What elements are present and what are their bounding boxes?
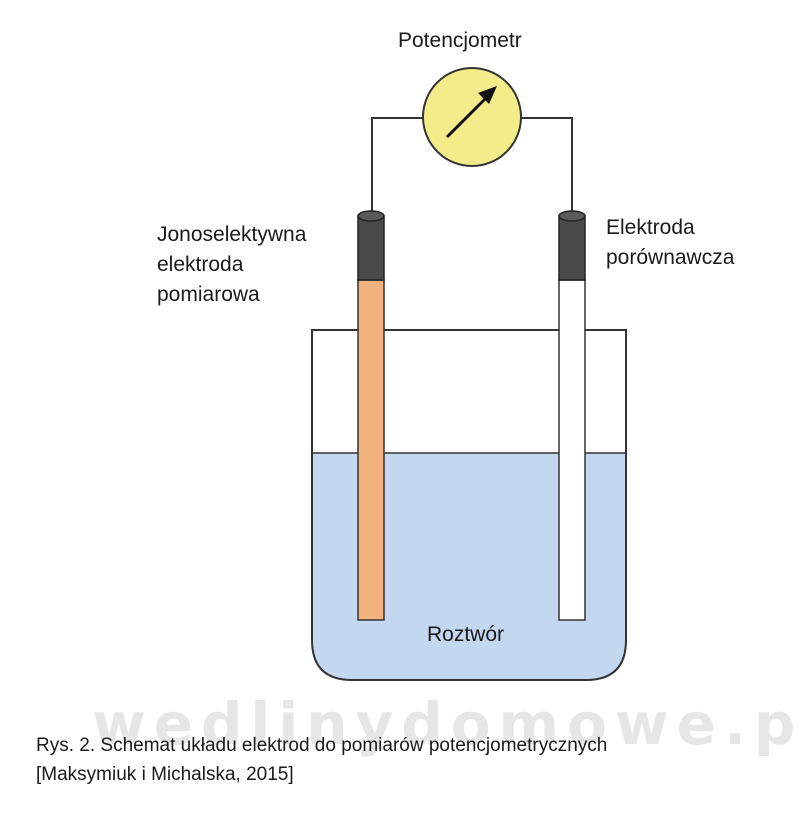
ion-selective-electrode-label-line: pomiarowa (157, 283, 260, 306)
potentiometer-needle (445, 95, 489, 139)
wire-right (520, 117, 573, 215)
wire-left (371, 117, 424, 215)
solution-label: Roztwór (427, 623, 505, 646)
solution (312, 453, 626, 680)
reference-electrode-cap-top (558, 210, 586, 222)
potentiometer-needle-arrowhead (478, 86, 497, 104)
ion-selective-electrode-cap-top (357, 210, 385, 222)
ion-selective-electrode-label-line: Jonoselektywna (157, 223, 307, 246)
ion-selective-electrode-body (357, 279, 385, 621)
ion-selective-electrode-label: Jonoselektywna elektroda pomiarowa (157, 220, 306, 310)
potentiometer-label: Potencjometr (398, 29, 522, 52)
potentiometer-dial (422, 67, 522, 167)
figure-caption: Rys. 2. Schemat układu elektrod do pomia… (36, 731, 607, 789)
reference-electrode-label: Elektroda porównawcza (606, 213, 734, 273)
ion-selective-electrode-label-line: elektroda (157, 253, 244, 276)
watermark: wedlinydomowe.pl (92, 690, 800, 758)
ion-selective-electrode-cap (357, 215, 385, 281)
beaker (311, 329, 627, 681)
reference-electrode-label-line: porównawcza (606, 246, 735, 269)
figure-caption-line: [Maksymiuk i Michalska, 2015] (36, 764, 294, 785)
reference-electrode-body (558, 279, 586, 621)
reference-electrode-label-line: Elektroda (606, 216, 695, 239)
figure-caption-line: Rys. 2. Schemat układu elektrod do pomia… (36, 735, 608, 756)
reference-electrode-cap (558, 215, 586, 281)
